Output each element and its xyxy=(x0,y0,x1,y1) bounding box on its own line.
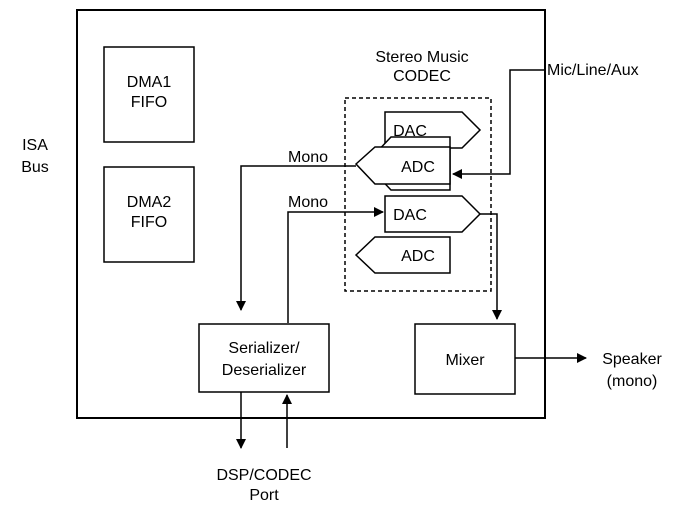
serializer-label: Serializer/ xyxy=(228,340,300,357)
dma2-fifo-label-line2: FIFO xyxy=(131,214,167,231)
isa-bus-label-line2: Bus xyxy=(21,159,49,176)
dac2-label: DAC xyxy=(393,207,427,224)
speaker-label: Speaker xyxy=(602,351,662,368)
serializer-label-line2: Deserializer xyxy=(222,362,307,379)
dac2-block xyxy=(384,195,482,233)
codec-title-line2: CODEC xyxy=(393,68,451,85)
dac-to-mixer-line xyxy=(480,213,502,320)
mixer-label: Mixer xyxy=(445,352,485,369)
mono2-line xyxy=(287,207,384,323)
dma2-fifo-label: DMA2 xyxy=(127,194,172,211)
dma1-fifo-label: DMA1 xyxy=(127,74,172,91)
mono1-line xyxy=(236,165,356,311)
codec-boundary xyxy=(344,97,492,292)
isa-bus-label: ISA xyxy=(22,137,48,154)
dsp-codec-port-label: DSP/CODEC xyxy=(216,467,311,484)
codec-title: Stereo Music xyxy=(375,49,468,66)
dma2-fifo-block xyxy=(103,166,195,263)
mono1-label: Mono xyxy=(288,149,328,166)
adc1-label: ADC xyxy=(401,159,435,176)
dsp-codec-port-label-line2: Port xyxy=(249,487,279,504)
adc2-label: ADC xyxy=(401,248,435,265)
chip-boundary xyxy=(76,9,546,419)
mic-input-line xyxy=(452,69,545,179)
adc2-block xyxy=(354,236,451,274)
mono2-label: Mono xyxy=(288,194,328,211)
speaker-label-line2: (mono) xyxy=(607,373,658,390)
adc1-shape xyxy=(354,146,451,185)
mic-line-aux-label: Mic/Line/Aux xyxy=(547,62,639,79)
mixer-block xyxy=(414,323,516,395)
dma1-fifo-label-line2: FIFO xyxy=(131,94,167,111)
dma1-fifo-block xyxy=(103,46,195,143)
dac1-label: DAC xyxy=(393,123,427,140)
serializer-block xyxy=(198,323,330,393)
